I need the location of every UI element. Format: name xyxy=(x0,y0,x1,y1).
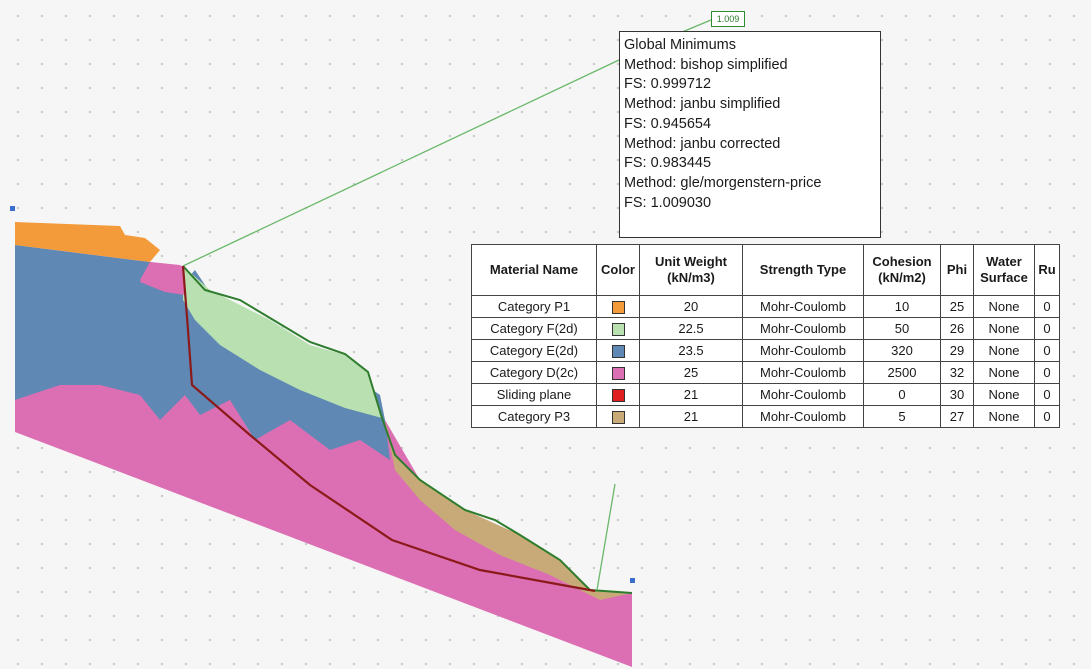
phi-cell: 27 xyxy=(940,405,974,428)
color-cell xyxy=(596,295,640,318)
unit-weight-cell: 22.5 xyxy=(639,317,743,340)
header-strength-type: Strength Type xyxy=(742,244,864,296)
water-surface-cell: None xyxy=(973,361,1035,384)
color-cell xyxy=(596,405,640,428)
leader-line-top xyxy=(182,59,620,267)
ground-surface-line xyxy=(182,265,633,594)
method-line: Method: janbu corrected xyxy=(624,135,781,152)
strength-type-cell: Mohr-Coulomb xyxy=(742,383,864,406)
header-color: Color xyxy=(596,244,640,296)
strength-type-cell: Mohr-Coulomb xyxy=(742,317,864,340)
ru-cell: 0 xyxy=(1034,405,1060,428)
water-surface-cell: None xyxy=(973,405,1035,428)
ru-cell: 0 xyxy=(1034,383,1060,406)
layer-category-p1 xyxy=(15,222,160,262)
ru-cell: 0 xyxy=(1034,339,1060,362)
phi-cell: 26 xyxy=(940,317,974,340)
material-name-cell: Category P1 xyxy=(471,295,597,318)
strength-type-cell: Mohr-Coulomb xyxy=(742,295,864,318)
fs-line: FS: 0.983445 xyxy=(624,155,712,172)
header-unit-weight: Unit Weight (kN/m3) xyxy=(639,244,743,296)
table-row: Category D(2c) 25 Mohr-Coulomb 2500 32 N… xyxy=(471,361,1060,384)
cohesion-cell: 10 xyxy=(863,295,941,318)
water-surface-cell: None xyxy=(973,339,1035,362)
strength-type-cell: Mohr-Coulomb xyxy=(742,361,864,384)
method-line: Method: bishop simplified xyxy=(624,56,788,73)
header-material-name: Material Name xyxy=(471,244,597,296)
axis-marker-right xyxy=(630,578,635,583)
header-water-surface: Water Surface xyxy=(973,244,1035,296)
color-cell xyxy=(596,361,640,384)
phi-cell: 29 xyxy=(940,339,974,362)
material-name-cell: Category E(2d) xyxy=(471,339,597,362)
unit-weight-cell: 21 xyxy=(639,405,743,428)
color-swatch xyxy=(611,323,625,337)
method-line: Method: gle/morgenstern-price xyxy=(624,174,822,191)
color-swatch xyxy=(611,411,625,425)
color-swatch xyxy=(611,367,625,381)
ru-cell: 0 xyxy=(1034,317,1060,340)
color-cell xyxy=(596,339,640,362)
header-cohesion: Cohesion (kN/m2) xyxy=(863,244,941,296)
cohesion-cell: 0 xyxy=(863,383,941,406)
table-row: Category P1 20 Mohr-Coulomb 10 25 None 0 xyxy=(471,295,1060,318)
cohesion-cell: 50 xyxy=(863,317,941,340)
header-phi: Phi xyxy=(940,244,974,296)
unit-weight-cell: 25 xyxy=(639,361,743,384)
ru-cell: 0 xyxy=(1034,295,1060,318)
phi-cell: 25 xyxy=(940,295,974,318)
color-cell xyxy=(596,317,640,340)
material-name-cell: Category D(2c) xyxy=(471,361,597,384)
phi-cell: 30 xyxy=(940,383,974,406)
phi-cell: 32 xyxy=(940,361,974,384)
materials-table: Material Name Color Unit Weight (kN/m3) … xyxy=(471,244,1060,428)
cohesion-cell: 5 xyxy=(863,405,941,428)
fs-line: FS: 1.009030 xyxy=(624,194,712,211)
material-name-cell: Category P3 xyxy=(471,405,597,428)
cohesion-cell: 2500 xyxy=(863,361,941,384)
table-row: Category F(2d) 22.5 Mohr-Coulomb 50 26 N… xyxy=(471,317,1060,340)
table-row: Category E(2d) 23.5 Mohr-Coulomb 320 29 … xyxy=(471,339,1060,362)
color-swatch xyxy=(611,389,625,403)
axis-marker-left xyxy=(10,206,15,211)
global-minimums-title: Global Minimums xyxy=(624,37,736,53)
strength-type-cell: Mohr-Coulomb xyxy=(742,339,864,362)
unit-weight-cell: 21 xyxy=(639,383,743,406)
color-swatch xyxy=(611,345,625,359)
water-surface-cell: None xyxy=(973,383,1035,406)
cohesion-cell: 320 xyxy=(863,339,941,362)
fs-label: 1.009 xyxy=(711,11,745,27)
color-cell xyxy=(596,383,640,406)
strength-type-cell: Mohr-Coulomb xyxy=(742,405,864,428)
table-row: Category P3 21 Mohr-Coulomb 5 27 None 0 xyxy=(471,405,1060,428)
fs-line: FS: 0.945654 xyxy=(624,115,712,132)
water-surface-cell: None xyxy=(973,295,1035,318)
layer-pink-pocket xyxy=(140,262,185,295)
fs-line: FS: 0.999712 xyxy=(624,76,712,93)
unit-weight-cell: 23.5 xyxy=(639,339,743,362)
leader-line-toe xyxy=(596,483,616,591)
method-line: Method: janbu simplified xyxy=(624,96,781,113)
layer-category-p3 xyxy=(385,420,632,600)
ru-cell: 0 xyxy=(1034,361,1060,384)
table-row: Sliding plane 21 Mohr-Coulomb 0 30 None … xyxy=(471,383,1060,406)
color-swatch xyxy=(611,301,625,315)
material-name-cell: Category F(2d) xyxy=(471,317,597,340)
table-header-row: Material Name Color Unit Weight (kN/m3) … xyxy=(471,244,1060,296)
layer-category-f2d xyxy=(183,266,382,418)
layer-category-e2d xyxy=(15,245,390,460)
global-minimums-box: Global Minimums Method: bishop simplifie… xyxy=(619,31,881,238)
header-ru: Ru xyxy=(1034,244,1060,296)
critical-slip-surface xyxy=(181,265,596,593)
unit-weight-cell: 20 xyxy=(639,295,743,318)
material-name-cell: Sliding plane xyxy=(471,383,597,406)
water-surface-cell: None xyxy=(973,317,1035,340)
